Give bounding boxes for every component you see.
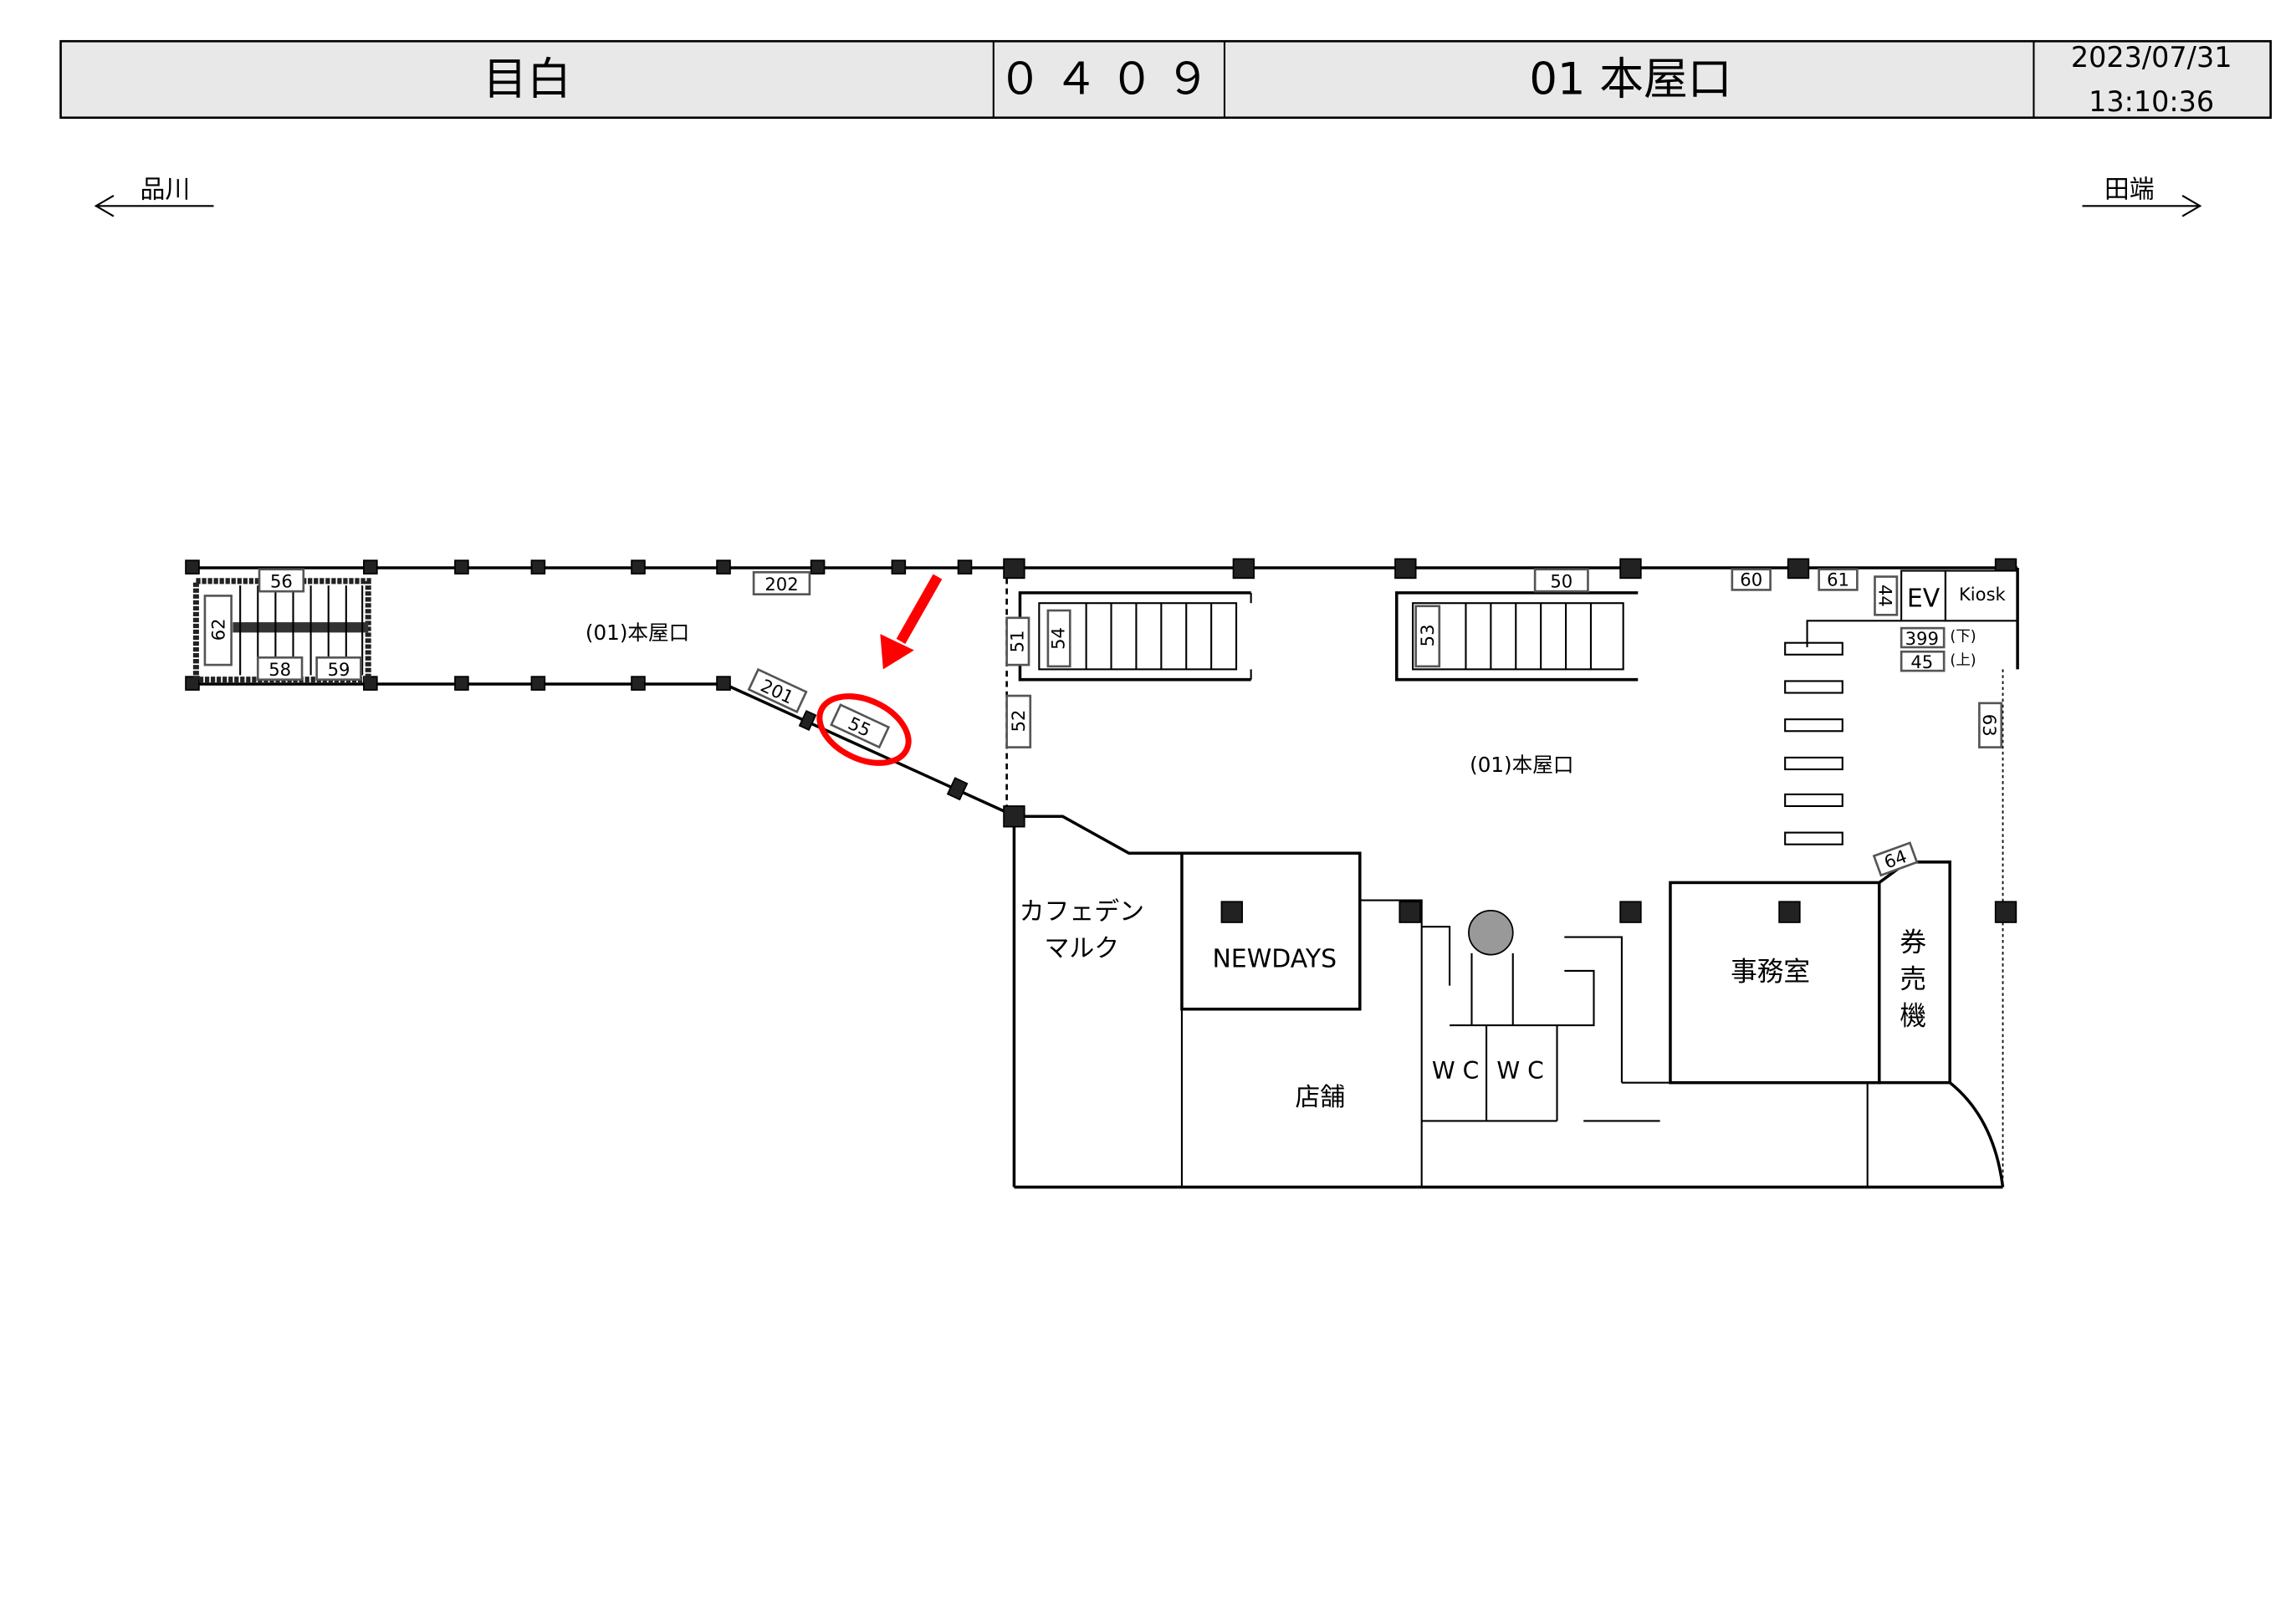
wc-label-2: W C <box>1496 1057 1543 1085</box>
columns <box>185 558 2017 923</box>
label-51: 51 <box>1006 631 1027 653</box>
label-52: 52 <box>1008 710 1029 733</box>
exit-name: 01 本屋口 <box>1529 54 1731 105</box>
station-name: 目白 <box>483 54 571 105</box>
escalator-1 <box>1018 591 1252 682</box>
label-59: 59 <box>328 659 350 680</box>
ad-labels: 56 62 58 59 202 201 55 51 54 52 53 50 60… <box>203 568 2003 877</box>
highlight-circle <box>816 693 912 766</box>
pillar-icon <box>1468 909 1514 956</box>
label-61: 61 <box>1827 569 1849 590</box>
label-54: 54 <box>1048 627 1069 650</box>
ticket-machine-label-3: 機 <box>1900 1002 1926 1032</box>
label-44: 44 <box>1874 585 1895 607</box>
label-53: 53 <box>1417 624 1438 646</box>
label-62: 62 <box>207 618 228 641</box>
red-arrow-icon <box>880 634 914 670</box>
header-bar: 目白 ０４０９ 01 本屋口 2023/07/31 13:10:36 <box>59 39 2272 120</box>
escalator-2 <box>1395 591 1639 682</box>
kiosk <box>1944 569 2019 622</box>
ev-label: EV <box>1907 584 1941 613</box>
date: 2023/07/31 <box>2071 41 2232 74</box>
office-label: 事務室 <box>1731 958 1810 988</box>
down-label: (下) <box>1950 629 1976 646</box>
concourse-main-label: (01)本屋口 <box>1470 753 1573 777</box>
label-45: 45 <box>1910 651 1933 672</box>
up-label: (上) <box>1950 652 1976 669</box>
label-58: 58 <box>268 659 291 680</box>
direction-left: 品川 <box>94 175 214 217</box>
time: 13:10:36 <box>2089 85 2214 118</box>
walls <box>192 566 2019 1189</box>
ticket-machine-label-2: 売 <box>1900 965 1926 995</box>
station-code: ０４０９ <box>998 54 1221 105</box>
label-50: 50 <box>1550 570 1572 591</box>
cafe-label-1: カフェデン <box>1020 897 1144 927</box>
direction-right: 田端 <box>2082 175 2202 217</box>
label-56: 56 <box>270 570 293 591</box>
direction-left-label: 品川 <box>141 175 191 204</box>
label-63: 63 <box>1979 714 2000 737</box>
kiosk-label: Kiosk <box>1959 584 2007 605</box>
concourse-west-label: (01)本屋口 <box>586 620 689 645</box>
highlight-marker <box>816 574 943 766</box>
label-60: 60 <box>1740 569 1762 590</box>
label-202: 202 <box>764 574 798 595</box>
wc-label-1: W C <box>1432 1057 1479 1085</box>
cafe-label-2: マルク <box>1045 934 1120 963</box>
ticket-gates <box>1784 641 1843 845</box>
ticket-machine-label-1: 券 <box>1900 928 1926 958</box>
direction-right-label: 田端 <box>2104 175 2155 204</box>
newdays-label: NEWDAYS <box>1212 944 1337 973</box>
shop-label: 店舗 <box>1295 1083 1345 1112</box>
label-399: 399 <box>1905 628 1939 649</box>
